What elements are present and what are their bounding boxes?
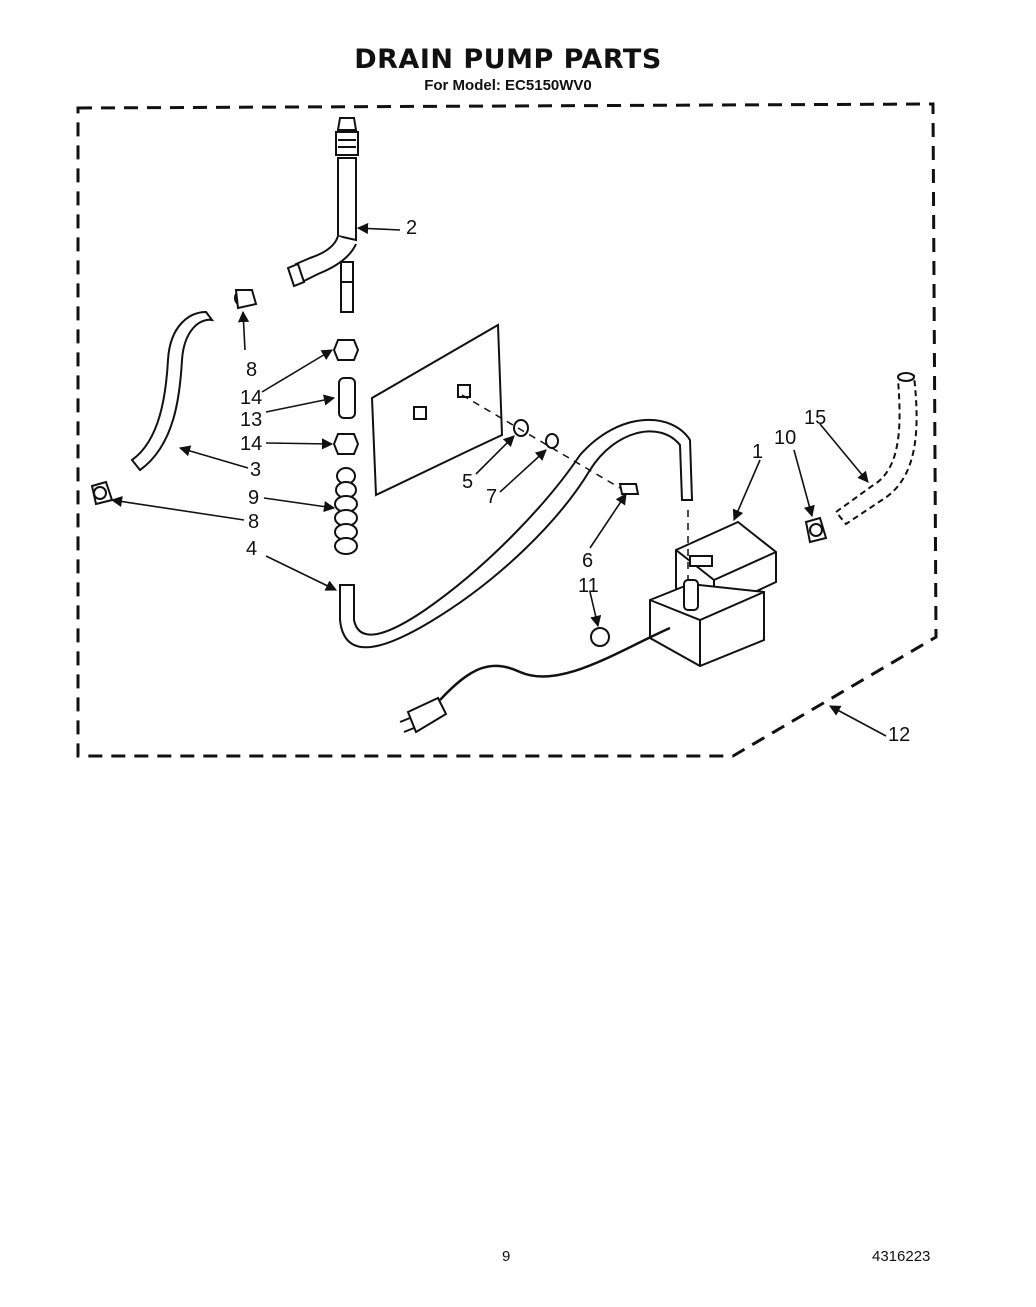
document-number: 4316223 xyxy=(872,1248,931,1265)
callout-2: 2 xyxy=(406,217,417,239)
model-subtitle: For Model: EC5150WV0 xyxy=(424,77,592,94)
part-1-pump xyxy=(649,520,777,668)
part-7-washer xyxy=(545,433,559,449)
part-13-coupling xyxy=(338,377,356,419)
part-4-hose xyxy=(339,418,694,649)
part-15-drain-hose xyxy=(834,374,918,526)
callout-4: 4 xyxy=(246,538,257,560)
callout-8-upper: 8 xyxy=(246,359,257,381)
callout-9: 9 xyxy=(248,487,259,509)
part-3-hose xyxy=(130,310,215,472)
page-number: 9 xyxy=(502,1248,511,1265)
part-10-clamp xyxy=(804,516,828,544)
callout-13: 13 xyxy=(240,409,262,431)
callout-8-lower: 8 xyxy=(248,511,259,533)
part-14-connector-lower xyxy=(332,433,360,455)
callout-11: 11 xyxy=(578,575,599,597)
callout-15: 15 xyxy=(804,407,826,429)
callout-14-upper: 14 xyxy=(240,387,262,409)
power-plug xyxy=(399,696,448,734)
power-cord xyxy=(439,626,671,701)
callout-1: 1 xyxy=(752,441,763,463)
part-14-connector-upper xyxy=(332,339,360,361)
callout-5: 5 xyxy=(462,471,473,493)
kit-boundary xyxy=(76,102,938,758)
part-9-adapter xyxy=(334,467,358,555)
callout-10: 10 xyxy=(774,427,796,449)
page-title: DRAIN PUMP PARTS xyxy=(354,44,662,75)
callout-14-lower: 14 xyxy=(240,433,262,455)
mounting-panel xyxy=(370,323,504,497)
part-5-grommet xyxy=(513,419,529,437)
callout-12: 12 xyxy=(888,724,910,746)
callout-7: 7 xyxy=(486,486,497,508)
part-6-screw xyxy=(618,483,640,495)
part-11-plug xyxy=(590,627,610,647)
callout-6: 6 xyxy=(582,550,593,572)
part-2-drain-tube xyxy=(286,117,359,313)
part-8-clamp-lower xyxy=(90,480,114,506)
callout-3: 3 xyxy=(250,459,261,481)
part-8-clamp-upper xyxy=(234,289,258,310)
leader-lines xyxy=(110,222,887,737)
